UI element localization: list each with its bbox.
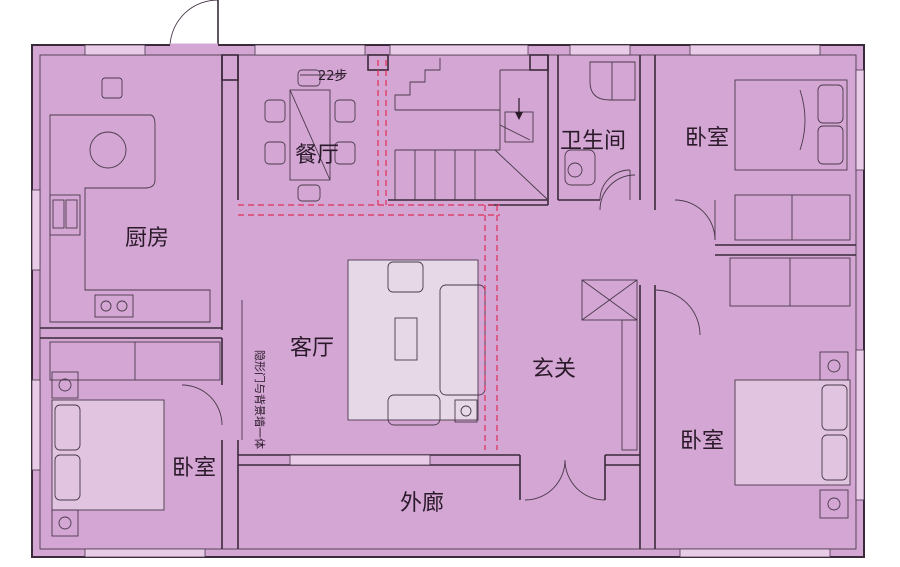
bedroom-bottom-left-furniture — [49, 341, 223, 537]
hidden-door-annotation: 隐形门与背景墙一体 — [253, 350, 267, 449]
dining-table — [264, 69, 356, 202]
room-label-kitchen: 厨房 — [125, 226, 169, 251]
room-label-living: 客厅 — [290, 336, 334, 361]
stairs-annotation: 22步 — [318, 69, 348, 84]
foyer-fixtures — [519, 279, 638, 501]
living-room-furniture — [241, 259, 486, 440]
room-label-bathroom: 卫生间 — [560, 129, 626, 154]
bedroom-top-right-furniture — [674, 79, 851, 241]
room-label-bedroom-bottom-right: 卧室 — [680, 429, 724, 454]
doors-misc — [599, 174, 636, 211]
room-label-bedroom-bottom-left: 卧室 — [172, 456, 216, 481]
staircase — [300, 58, 549, 201]
dashed-zone-lines — [238, 60, 500, 450]
windows — [31, 44, 865, 558]
entry-door-top — [169, 0, 219, 47]
room-label-bedroom-top-right: 卧室 — [685, 126, 729, 151]
bedroom-bottom-right-furniture — [654, 257, 851, 519]
kitchen-fixtures — [49, 77, 211, 323]
room-label-corridor: 外廊 — [400, 491, 444, 516]
room-label-dining: 餐厅 — [295, 143, 339, 168]
room-label-foyer: 玄关 — [532, 357, 576, 382]
